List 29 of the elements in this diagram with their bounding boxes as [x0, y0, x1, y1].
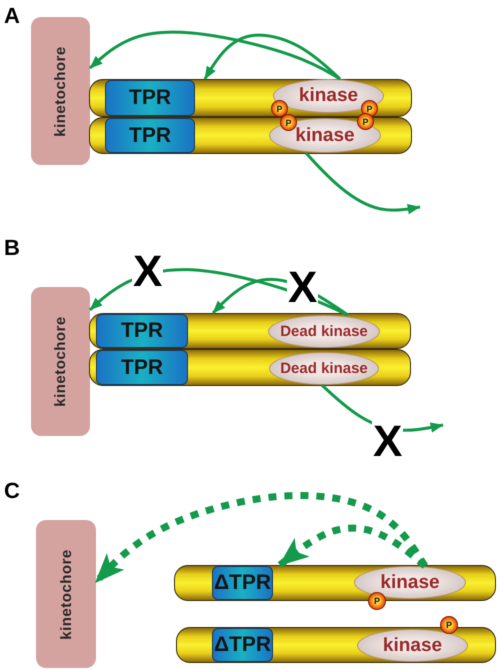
- kinetochore-label: kinetochore: [52, 316, 69, 407]
- phosphate-circle: P: [368, 592, 386, 610]
- protein-rod: [89, 79, 412, 117]
- arrow: [278, 524, 428, 569]
- arrow: [204, 34, 342, 80]
- phosphate-circle: P: [271, 100, 288, 117]
- protein-rod: [89, 117, 412, 154]
- kinase-domain: Dead kinase: [269, 352, 379, 385]
- protein-rod: [89, 313, 411, 349]
- tpr-domain: TPR: [96, 350, 188, 385]
- kinase-domain: kinase: [354, 566, 466, 599]
- kinetochore-label: kinetochore: [52, 46, 69, 136]
- phosphate-circle: P: [440, 616, 458, 634]
- kinetochore-label: kinetochore: [58, 548, 74, 640]
- kinetochore-box: [36, 520, 96, 668]
- tpr-domain: TPR: [105, 118, 195, 153]
- tpr-domain: ΔTPR: [212, 628, 273, 662]
- tpr-domain: ΔTPR: [212, 566, 273, 600]
- arrow: [304, 152, 421, 214]
- kinase-domain: kinase: [357, 629, 468, 662]
- kinetochore-box: [31, 287, 90, 436]
- tpr-domain: TPR: [105, 80, 195, 116]
- protein-rod: [176, 627, 496, 663]
- kinetochore-box: [31, 17, 90, 165]
- protein-rod: [89, 349, 411, 386]
- arrow: [89, 30, 341, 80]
- kinase-domain: Dead kinase: [268, 315, 380, 348]
- tpr-domain: TPR: [96, 314, 188, 348]
- arrow: [93, 492, 428, 584]
